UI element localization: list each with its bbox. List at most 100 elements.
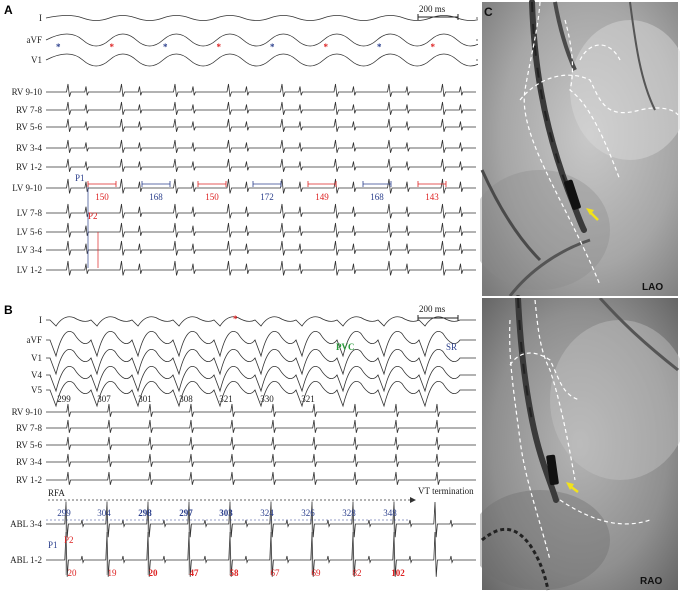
panel-b-scale-label: 200 ms <box>419 304 446 314</box>
panel-b-p1-label: P1 <box>48 540 58 550</box>
panel-b-lead-label: ABL 1-2 <box>10 555 42 565</box>
panel-b-traces <box>46 316 476 577</box>
panel-a-lead-label: LV 7-8 <box>17 208 43 218</box>
rao-fluoro-image: RAO <box>480 295 680 591</box>
panel-a-asterisk: * <box>270 42 275 52</box>
panel-b-lead-label: aVF <box>27 335 43 345</box>
panel-a-trace <box>46 222 476 238</box>
cycle-length-value: 307 <box>97 394 111 404</box>
panel-b-lead-label: V1 <box>31 353 42 363</box>
cycle-length-value: 299 <box>57 394 71 404</box>
panel-a-interval-value: 172 <box>260 192 274 202</box>
lao-fluoro-image: LAO C <box>480 0 680 297</box>
panel-a-lead-label: LV 1-2 <box>17 265 42 275</box>
panel-a-lead-label: RV 5-6 <box>16 122 42 132</box>
panel-b-trace <box>46 453 476 467</box>
cycle-length-value: 308 <box>179 394 193 404</box>
abl34-interval-value: 299 <box>57 508 71 518</box>
panel-b-trace <box>46 436 476 450</box>
abl34-interval-value: 298 <box>138 508 152 518</box>
panel-a-trace <box>45 15 478 21</box>
panel-a-trace <box>46 178 476 194</box>
panel-b-trace <box>46 501 476 538</box>
panel-a-asterisk: * <box>377 42 382 52</box>
panel-a-interval-value: 168 <box>149 192 163 202</box>
abl34-interval-value: 348 <box>383 508 397 518</box>
panel-a-p1-label: P1 <box>75 173 85 183</box>
abl12-interval-value: 82 <box>353 568 362 578</box>
panel-a-lead-label: RV 7-8 <box>16 105 42 115</box>
vt-termination-label: VT termination <box>418 486 474 496</box>
panel-a-trace <box>46 260 476 276</box>
panel-a-scale-bar: 200 ms <box>417 4 459 20</box>
panel-a-interval-value: 149 <box>315 192 329 202</box>
panel-a-scale-label: 200 ms <box>419 4 446 14</box>
panel-b-lead-label: RV 9-10 <box>12 407 43 417</box>
cycle-length-value: 330 <box>260 394 274 404</box>
panel-a-lead-label: RV 9-10 <box>12 87 43 97</box>
panel-b-lead-label: ABL 3-4 <box>10 519 42 529</box>
lao-label: LAO <box>642 282 663 293</box>
panel-a-trace <box>46 101 476 115</box>
rao-yellow-arrow-icon <box>566 482 579 493</box>
abl34-interval-value: 304 <box>97 508 111 518</box>
panel-b-p2-label: P2 <box>64 535 74 545</box>
abl12-interval-value: 69 <box>312 568 322 578</box>
panel-b-trace <box>46 316 476 327</box>
panel-a-interval-value: 168 <box>370 192 384 202</box>
panel-a-asterisk: * <box>163 42 168 52</box>
cycle-length-value: 301 <box>138 394 152 404</box>
panel-a-asterisk: * <box>431 42 436 52</box>
panel-b-lead-label: V5 <box>31 385 42 395</box>
panel-a-interval-value: 150 <box>205 192 219 202</box>
panel-a-trace <box>45 53 478 67</box>
panel-b-trace <box>46 403 476 417</box>
panel-a-lead-label: RV 3-4 <box>16 143 42 153</box>
abl12-interval-value: 19 <box>108 568 118 578</box>
abl12-interval-value: 102 <box>391 568 405 578</box>
panel-b-lead-label: RV 7-8 <box>16 423 42 433</box>
panel-b-lead-label: V4 <box>31 370 42 380</box>
rao-label: RAO <box>640 576 662 587</box>
panel-b-trace <box>46 331 476 358</box>
abl12-interval-value: 58 <box>230 568 240 578</box>
abl12-interval-value: 47 <box>190 568 200 578</box>
panel-b-trace <box>46 419 476 433</box>
panel-a-interval-value: 150 <box>95 192 109 202</box>
panel-b-lead-label: RV 1-2 <box>16 475 42 485</box>
panel-c-letter: C <box>484 5 493 19</box>
panel-a-interval-value: 143 <box>425 192 439 202</box>
panel-b-lead-label: RV 3-4 <box>16 457 42 467</box>
sr-label: SR <box>446 342 457 352</box>
rfa-label: RFA <box>48 488 65 498</box>
abl12-interval-value: 67 <box>271 568 281 578</box>
panel-b-asterisk: * <box>233 314 238 324</box>
abl34-interval-value: 324 <box>260 508 274 518</box>
panel-a-lead-label: LV 9-10 <box>12 183 42 193</box>
panel-a-trace <box>45 33 478 47</box>
abl34-interval-value: 328 <box>342 508 356 518</box>
cycle-length-value: 321 <box>301 394 315 404</box>
panel-b-trace <box>46 349 476 376</box>
abl12-interval-value: 20 <box>68 568 78 578</box>
panel-a-trace <box>46 240 476 256</box>
panel-a-letter: A <box>4 3 13 17</box>
cycle-length-value: 321 <box>219 394 233 404</box>
abl34-interval-value: 326 <box>301 508 315 518</box>
pvc-label: PVC <box>336 342 355 352</box>
fluoroscopy-panel: LAO C RAO <box>480 0 680 591</box>
panel-a-lead-label: I <box>39 13 42 23</box>
panel-b-lead-label: I <box>39 315 42 325</box>
panel-a-trace <box>46 203 476 219</box>
panel-b-trace <box>46 531 476 577</box>
panel-b-trace <box>46 366 476 393</box>
panel-a-lead-label: V1 <box>31 55 42 65</box>
panel-a-lead-label: LV 3-4 <box>17 245 43 255</box>
panel-a-asterisk: * <box>56 42 61 52</box>
panel-b-trace <box>46 381 476 408</box>
panel-a-trace <box>46 158 476 172</box>
panel-a-p2-label: P2 <box>88 211 98 221</box>
panel-a-trace <box>46 83 476 97</box>
